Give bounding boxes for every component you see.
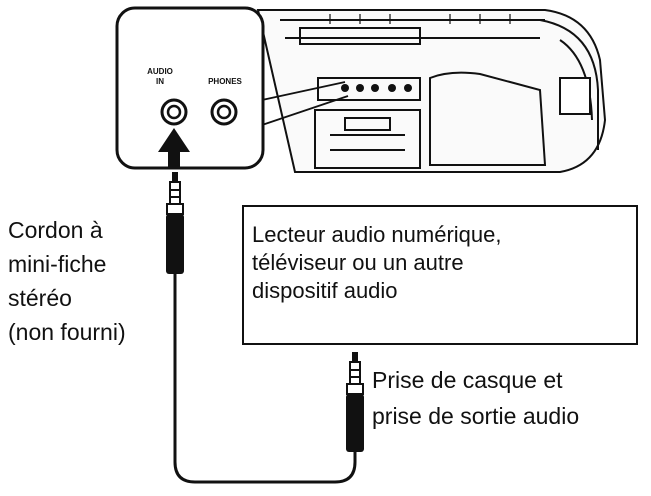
- cord-label-line: Cordon à: [8, 217, 103, 243]
- device-description: Lecteur audio numérique, téléviseur ou u…: [252, 221, 502, 305]
- cord-label-line: (non fourni): [8, 319, 126, 345]
- jack-label: Prise de casque et prise de sortie audio: [372, 362, 579, 434]
- stereo-cable: [173, 274, 357, 484]
- audio-in-jack-icon: [160, 98, 188, 126]
- callout-lines: [261, 81, 349, 126]
- mini-plug-icon: [346, 352, 364, 452]
- device-line: téléviseur ou un autre: [252, 250, 464, 275]
- phones-label: PHONES: [208, 77, 242, 86]
- stereo-unit-illustration: [256, 9, 607, 173]
- insert-arrow-icon: [158, 128, 190, 168]
- jack-label-line: prise de sortie audio: [372, 403, 580, 429]
- device-box: Lecteur audio numérique, téléviseur ou u…: [242, 205, 638, 345]
- audio-in-label-line2: IN: [156, 77, 164, 86]
- device-line: Lecteur audio numérique,: [252, 222, 502, 247]
- cord-label-line: stéréo: [8, 285, 72, 311]
- phones-jack-icon: [210, 98, 238, 126]
- cord-label: Cordon à mini-fiche stéréo (non fourni): [8, 215, 126, 351]
- jack-label-line: Prise de casque et: [372, 367, 563, 393]
- device-line: dispositif audio: [252, 278, 398, 303]
- jack-panel: [115, 6, 265, 170]
- cord-label-line: mini-fiche: [8, 251, 107, 277]
- audio-in-label: AUDIO: [147, 67, 173, 76]
- mini-plug-icon: [166, 172, 184, 274]
